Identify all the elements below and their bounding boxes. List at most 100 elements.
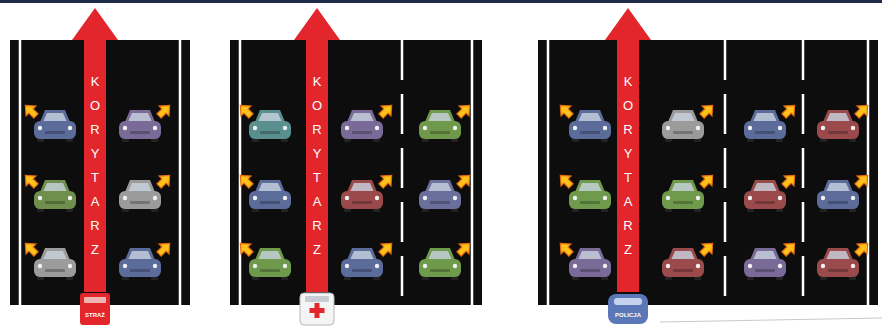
car-body bbox=[419, 191, 461, 209]
direction-arrow bbox=[235, 170, 256, 191]
car-grille bbox=[755, 131, 775, 134]
car-window bbox=[753, 251, 777, 260]
car bbox=[662, 110, 704, 142]
direction-arrow bbox=[555, 238, 576, 259]
car-light bbox=[851, 264, 855, 268]
lane-edge-line bbox=[867, 40, 870, 305]
lane-divider-dashed bbox=[401, 40, 404, 305]
car-light bbox=[253, 126, 257, 130]
car bbox=[744, 248, 786, 280]
car-body bbox=[249, 191, 291, 209]
car-light bbox=[603, 196, 607, 200]
car-grille bbox=[352, 131, 372, 134]
car-light bbox=[283, 126, 287, 130]
car-cabin bbox=[125, 180, 155, 192]
car-light bbox=[375, 126, 379, 130]
car-light bbox=[666, 264, 670, 268]
car-light bbox=[423, 126, 427, 130]
corridor-arrow: KORYTARZ bbox=[72, 8, 118, 292]
car-cabin bbox=[347, 180, 377, 192]
car-light bbox=[851, 126, 855, 130]
car-light bbox=[453, 196, 457, 200]
direction-arrow bbox=[376, 100, 397, 121]
arrow-outline bbox=[72, 8, 118, 292]
car-cabin bbox=[750, 248, 780, 260]
car-cabin bbox=[823, 248, 853, 260]
car-cabin bbox=[40, 110, 70, 122]
ground-line bbox=[660, 318, 882, 322]
car bbox=[569, 110, 611, 142]
car-grille bbox=[673, 131, 693, 134]
car-light bbox=[38, 196, 42, 200]
car-body bbox=[817, 121, 859, 139]
car-light bbox=[603, 126, 607, 130]
car-light bbox=[573, 196, 577, 200]
car-window bbox=[826, 113, 850, 122]
car-body bbox=[662, 121, 704, 139]
car-light bbox=[696, 196, 700, 200]
road bbox=[538, 40, 878, 305]
car-grille bbox=[130, 131, 150, 134]
ambulance-body bbox=[300, 293, 334, 325]
car-grille bbox=[430, 269, 450, 272]
car bbox=[817, 248, 859, 280]
car bbox=[119, 110, 161, 142]
car-body bbox=[662, 259, 704, 277]
corridor-label: KORYTARZ bbox=[88, 70, 102, 262]
car-window bbox=[826, 251, 850, 260]
direction-arrow bbox=[779, 100, 800, 121]
car-light bbox=[283, 196, 287, 200]
car-grille bbox=[260, 201, 280, 204]
car-light bbox=[603, 264, 607, 268]
car-body bbox=[341, 121, 383, 139]
car-grille bbox=[352, 269, 372, 272]
car-light bbox=[153, 126, 157, 130]
car-light bbox=[821, 264, 825, 268]
direction-arrow bbox=[154, 100, 175, 121]
car-light bbox=[345, 264, 349, 268]
car-window bbox=[43, 183, 67, 192]
car bbox=[34, 110, 76, 142]
direction-arrow bbox=[697, 238, 718, 259]
car-body bbox=[744, 191, 786, 209]
corridor-label: KORYTARZ bbox=[310, 70, 324, 262]
car-window bbox=[578, 183, 602, 192]
car-light bbox=[748, 264, 752, 268]
car-light bbox=[375, 196, 379, 200]
ambulance bbox=[300, 293, 334, 325]
car-light bbox=[253, 264, 257, 268]
car-light bbox=[821, 196, 825, 200]
car-grille bbox=[580, 201, 600, 204]
car-light bbox=[748, 196, 752, 200]
car-body bbox=[34, 191, 76, 209]
car-grille bbox=[828, 131, 848, 134]
car-body bbox=[419, 259, 461, 277]
direction-arrow bbox=[852, 100, 873, 121]
car-grille bbox=[755, 201, 775, 204]
fire-truck: STRAŻ bbox=[80, 293, 110, 325]
car-body bbox=[119, 121, 161, 139]
car bbox=[817, 180, 859, 212]
car-light bbox=[345, 126, 349, 130]
car-light bbox=[68, 196, 72, 200]
car bbox=[341, 110, 383, 142]
car-cabin bbox=[575, 110, 605, 122]
car-body bbox=[341, 191, 383, 209]
car-grille bbox=[45, 269, 65, 272]
car bbox=[119, 248, 161, 280]
direction-arrow bbox=[555, 170, 576, 191]
car-light bbox=[68, 264, 72, 268]
car-window bbox=[350, 251, 374, 260]
direction-arrow bbox=[779, 170, 800, 191]
car-cabin bbox=[255, 248, 285, 260]
car-body bbox=[569, 191, 611, 209]
car-window bbox=[43, 113, 67, 122]
car-window bbox=[671, 183, 695, 192]
car-window bbox=[671, 251, 695, 260]
car-light bbox=[748, 126, 752, 130]
car bbox=[249, 180, 291, 212]
car-window bbox=[128, 183, 152, 192]
car-cabin bbox=[750, 180, 780, 192]
